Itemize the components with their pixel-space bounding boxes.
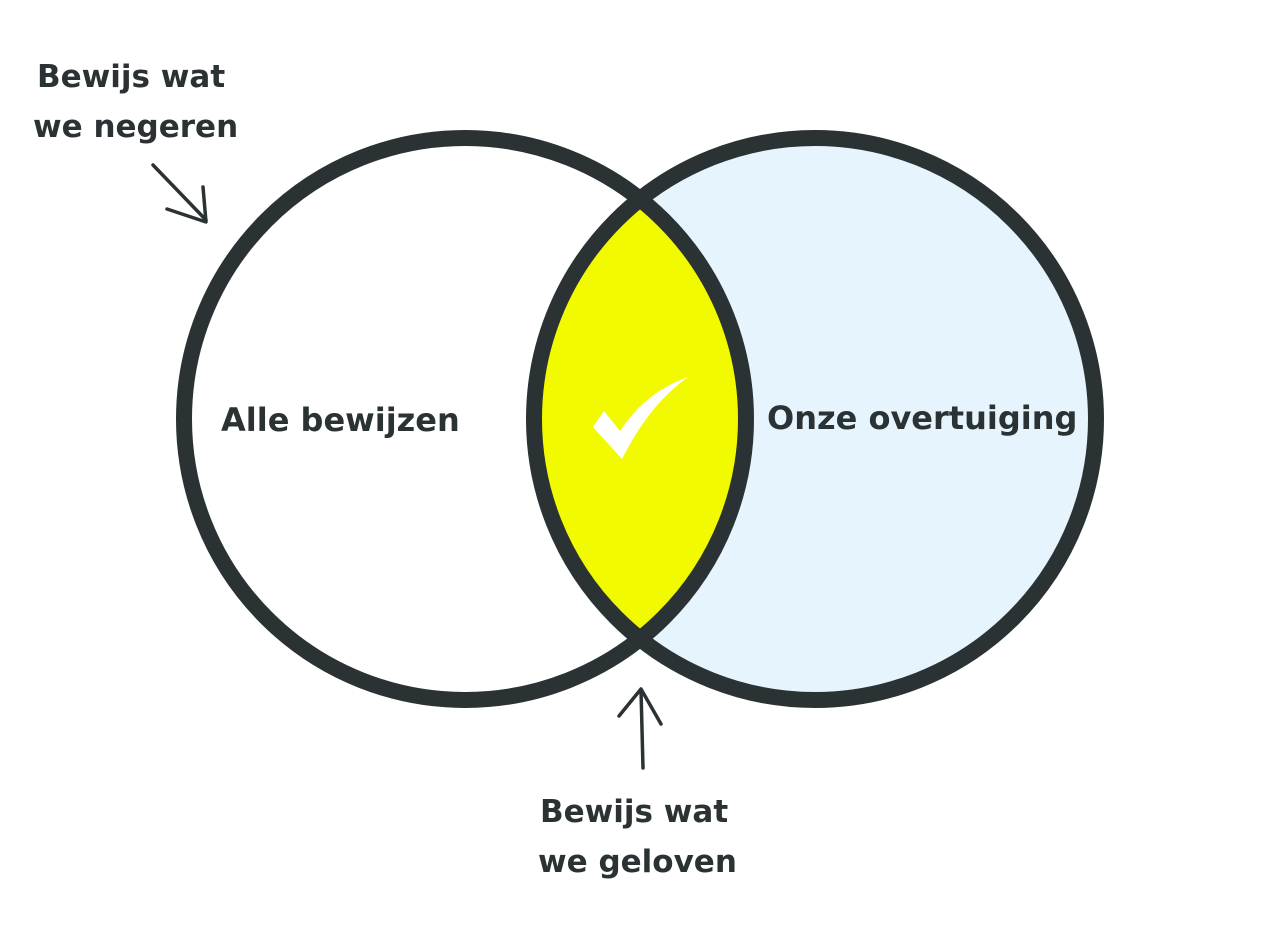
label-our-belief: Onze overtuiging bbox=[767, 399, 1077, 437]
label-believed-line1: Bewijs wat bbox=[540, 794, 728, 830]
arrow-down-right-icon bbox=[151, 163, 208, 224]
label-ignored-line2: we negeren bbox=[33, 109, 238, 145]
label-all-evidence: Alle bewijzen bbox=[221, 401, 460, 439]
left-circle-outline bbox=[176, 130, 754, 708]
right-circle-outline bbox=[526, 130, 1104, 708]
label-believed-line2: we geloven bbox=[538, 844, 737, 880]
intersection-fill bbox=[534, 138, 746, 700]
label-ignored-line1: Bewijs wat bbox=[37, 59, 225, 95]
checkmark-icon bbox=[593, 377, 688, 459]
arrow-up-icon bbox=[617, 687, 663, 770]
